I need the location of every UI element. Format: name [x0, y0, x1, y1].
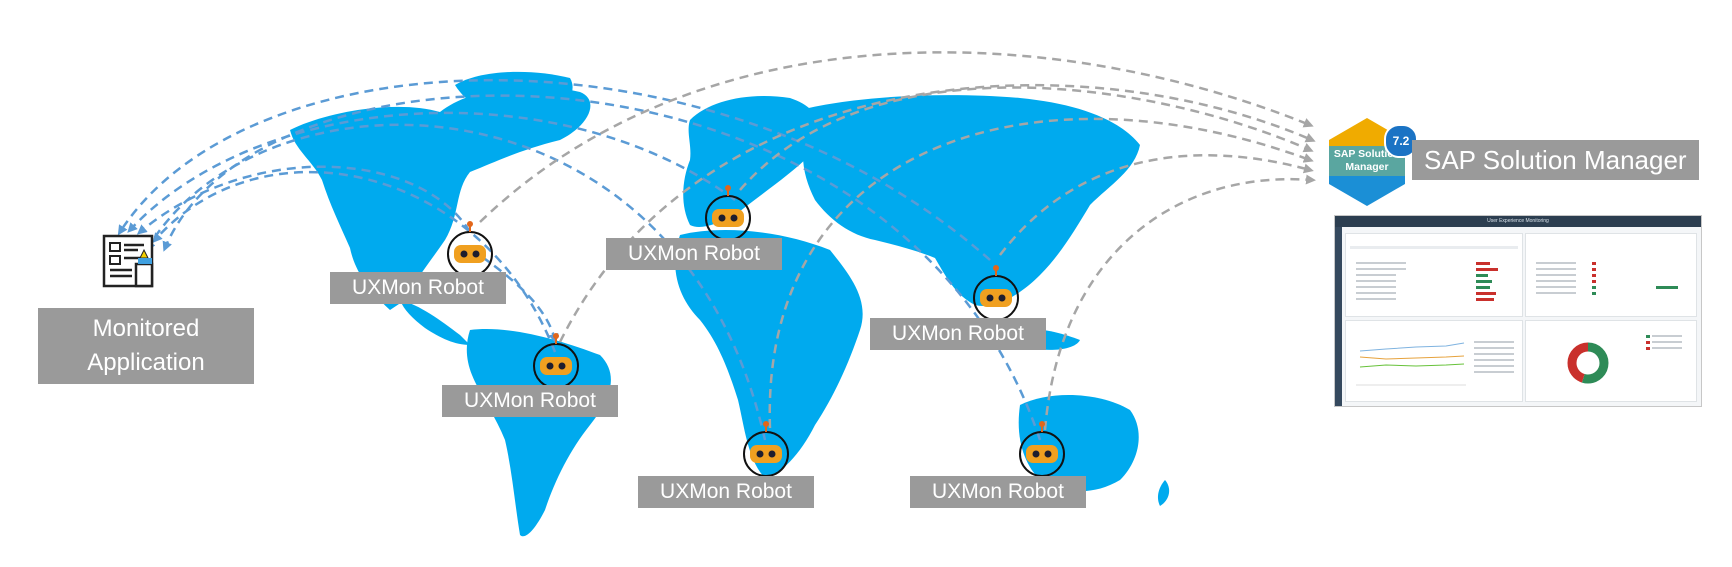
- arrow-gray: [739, 86, 1314, 191]
- arrow-gray: [479, 51, 1314, 223]
- dashboard-sidebar: [1335, 227, 1342, 406]
- continent-europe: [683, 96, 821, 227]
- robot-label-asia: UXMon Robot: [870, 318, 1046, 350]
- continent-asia: [800, 95, 1140, 306]
- arrow-gray: [768, 117, 1314, 429]
- robot-label-europe: UXMon Robot: [606, 238, 782, 270]
- arrow-blue: [145, 123, 767, 441]
- monitored-application-icon: [102, 234, 154, 288]
- status-donut-preview: [1567, 335, 1682, 384]
- continent-new-zealand: [1157, 480, 1170, 506]
- continent-australia: [1018, 394, 1139, 492]
- dashboard-panel-status: [1525, 320, 1697, 402]
- arrow-gray: [999, 154, 1314, 256]
- robot-label-africa: UXMon Robot: [638, 476, 814, 508]
- monitored-application-line1: Monitored: [92, 315, 200, 342]
- monitored-application-label: Monitored Application: [38, 308, 254, 384]
- robot-to-solman-arrows: [479, 51, 1316, 431]
- arrow-blue: [117, 78, 991, 261]
- dashboard-panel-scenarios: [1345, 233, 1523, 317]
- continent-greenland: [455, 71, 573, 125]
- arrow-blue: [152, 170, 557, 353]
- robot-icon: [1019, 421, 1065, 477]
- arrow-blue: [127, 111, 736, 233]
- continent-africa: [675, 230, 863, 478]
- scenario-table-preview: [1350, 246, 1518, 301]
- world-map: [290, 71, 1170, 537]
- robot-to-app-arrows: [117, 78, 1042, 441]
- monitored-application-line2: Application: [87, 349, 205, 376]
- arrow-gray: [558, 83, 1316, 343]
- robot-label-south-america: UXMon Robot: [442, 385, 618, 417]
- arrow-blue: [469, 246, 559, 344]
- solman-logo-line1: SAP Solution: [1333, 148, 1401, 160]
- robot-label-australia: UXMon Robot: [910, 476, 1086, 508]
- solman-logo-text: SAP Solution Manager: [1330, 148, 1404, 174]
- continent-central-america: [400, 300, 470, 345]
- dashboard-title: User Experience Monitoring: [1335, 216, 1701, 227]
- dashboard-panel-performance: [1345, 320, 1523, 402]
- performance-chart-preview: [1356, 341, 1514, 386]
- solman-logo-line2: Manager: [1345, 161, 1389, 173]
- robot-icon: [447, 221, 493, 277]
- dashboard-panel-locations: [1525, 233, 1697, 317]
- uxm-dashboard-thumbnail: User Experience Monitoring: [1334, 215, 1702, 407]
- arrow-blue: [162, 94, 1042, 441]
- robot-icon: [973, 265, 1019, 321]
- continent-south-america: [466, 329, 611, 537]
- solman-title: SAP Solution Manager: [1412, 140, 1699, 180]
- location-table-preview: [1536, 262, 1678, 295]
- robot-label-north-america: UXMon Robot: [330, 272, 506, 304]
- arrow-gray: [1043, 174, 1316, 431]
- robot-icon: [705, 185, 751, 241]
